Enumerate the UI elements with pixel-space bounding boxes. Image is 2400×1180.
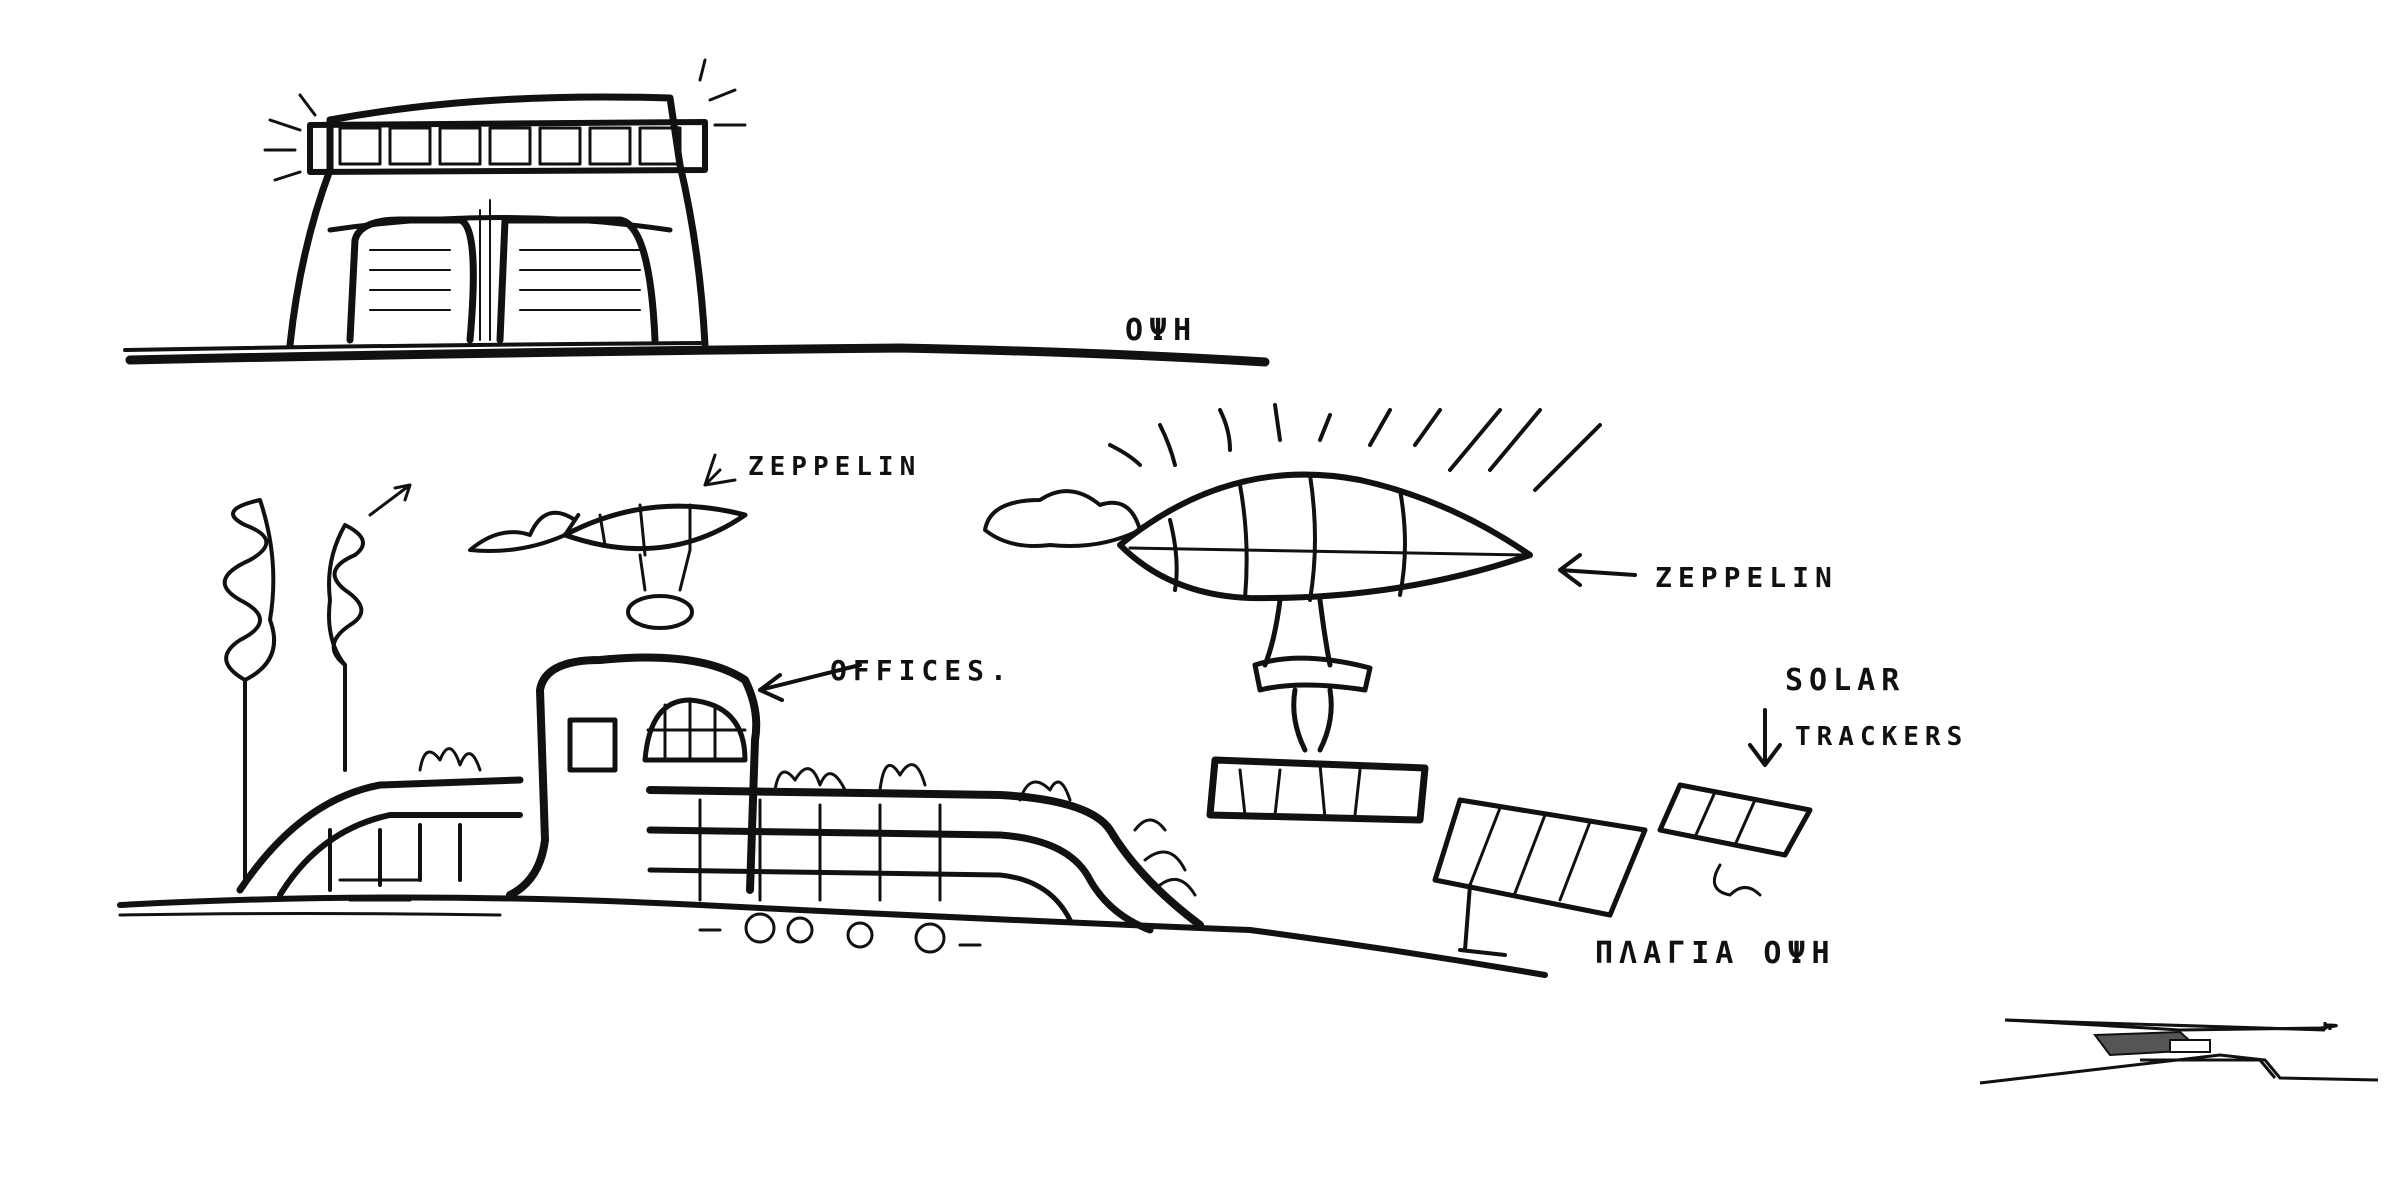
front-view-sketch: ΟΨΗ: [123, 58, 1270, 367]
zeppelin-label-large: ZEPPELIN: [1655, 561, 1838, 594]
side-view-sketch: ZEPPELIN: [117, 403, 1968, 978]
front-view-label: ΟΨΗ: [1125, 313, 1197, 348]
zeppelin-large: [983, 403, 1637, 824]
zeppelin-small: [468, 453, 748, 630]
tree-left: [222, 498, 276, 882]
offices-label: OFFICES.: [830, 654, 1013, 687]
tree-right: [327, 483, 412, 772]
solar-label-line1: SOLAR: [1785, 663, 1905, 698]
offices-building: [236, 653, 1204, 954]
solar-trackers: [1432, 708, 1813, 957]
zeppelin-label-small: ZEPPELIN: [748, 452, 921, 482]
section-diagram: [1979, 1018, 2379, 1085]
side-view-label: ΠΛΑΓΙΑ ΟΨΗ: [1595, 936, 1836, 971]
solar-label-line2: TRACKERS: [1795, 722, 1968, 752]
